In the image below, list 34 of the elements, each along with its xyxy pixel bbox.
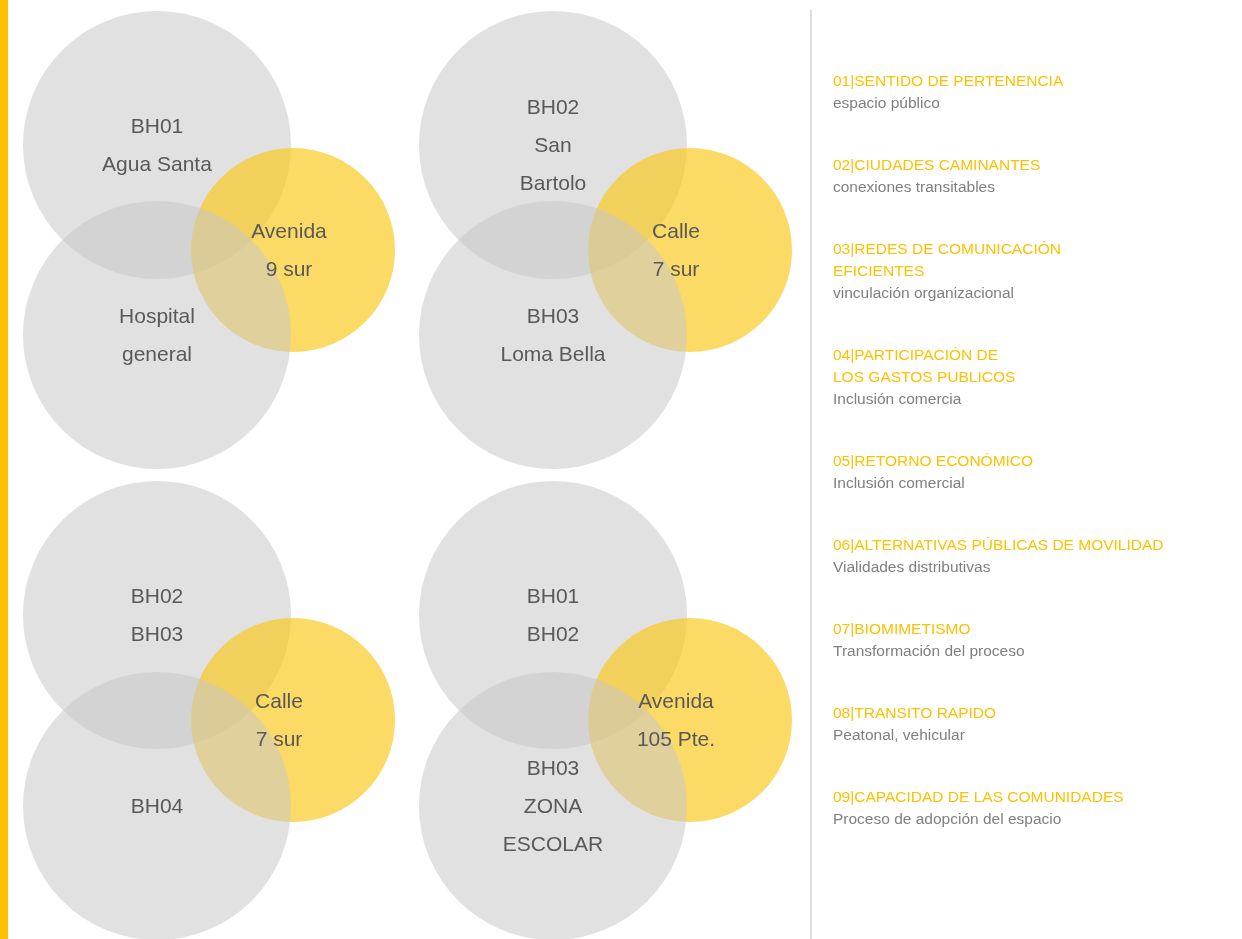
circle-label: Calle 7 sur [254,688,304,752]
item-description: Vialidades distributivas [833,557,992,577]
item-heading: 01|SENTIDO DE PERTENENCIA [833,71,1065,91]
item-heading: 08|TRANSITO RAPIDO [833,703,998,723]
circle-label: BH01 BH02 [525,583,581,647]
circle-label: BH04 [129,793,185,819]
circle-label: Avenida 105 Pte. [635,688,717,752]
circle-label: Loma Bella [499,341,607,367]
item-description: Peatonal, vehicular [833,725,966,745]
item-description: Proceso de adopción del espacio [833,809,1063,829]
item-description: Inclusión comercial [833,473,966,493]
item-description: Transformación del proceso [833,641,1026,661]
circle-label: BH02 BH03 [129,583,185,647]
item-heading: 02|CIUDADES CAMINANTES [833,155,1042,175]
item-description: conexiones transitables [833,177,996,197]
circle-label: BH03 [525,755,581,781]
item-heading: 07|BIOMIMETISMO [833,619,972,639]
item-heading: 06|ALTERNATIVAS PÚBLICAS DE MOVILIDAD [833,535,1165,555]
item-heading: 09|CAPACIDAD DE LAS COMUNIDADES [833,787,1125,807]
item-heading: 03|REDES DE COMUNICACIÓN EFICIENTES [833,239,1062,281]
item-description: Inclusión comercia [833,389,963,409]
item-heading: 05|RETORNO ECONÓMICO [833,451,1035,471]
circle-label: San Bartolo [518,132,588,196]
circle-label: BH02 [525,94,581,120]
circle-label: BH01 [129,113,185,139]
circle-label: Agua Santa [101,151,213,177]
circle-label: ZONA ESCOLAR [501,793,605,857]
item-description: espacio público [833,93,941,113]
circle-label: Calle 7 sur [651,218,701,282]
circle-label: Avenida 9 sur [250,218,328,282]
circle-label: BH03 [525,303,581,329]
circle-label: Hospital general [118,303,196,367]
item-heading: 04|PARTICIPACIÓN DE LOS GASTOS PUBLICOS [833,345,1017,387]
item-description: vinculación organizacional [833,283,1015,303]
